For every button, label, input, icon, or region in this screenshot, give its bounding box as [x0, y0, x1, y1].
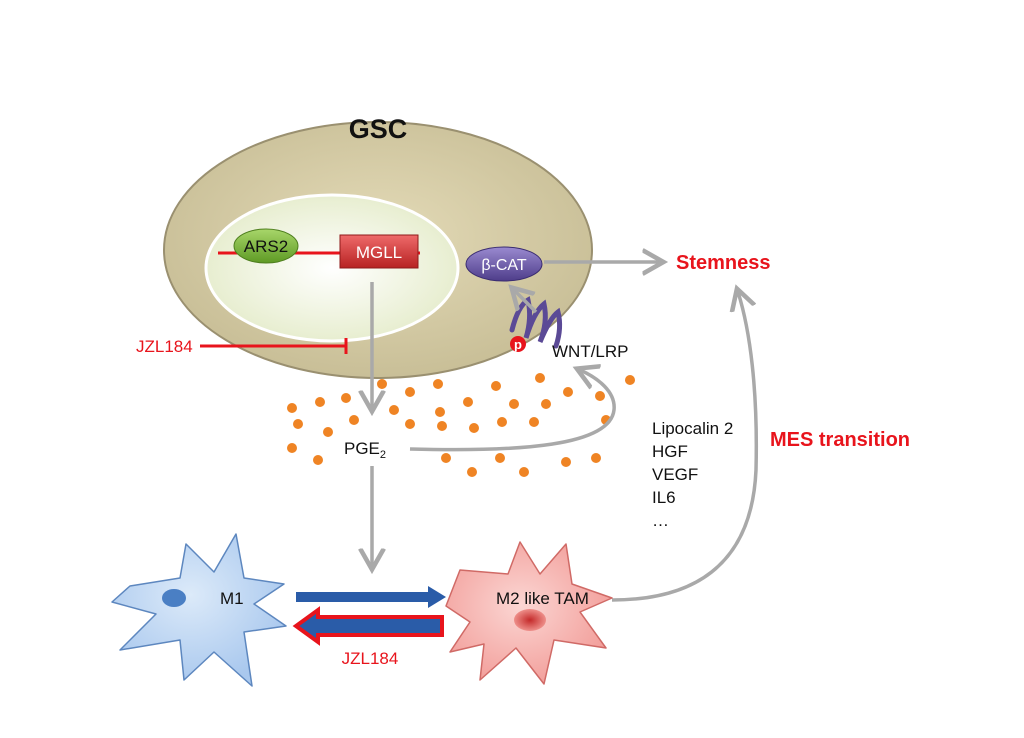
factor-ellipsis: … — [652, 511, 669, 530]
m1-to-m2-arrow — [296, 586, 446, 608]
pge2-receptor-arrow — [409, 370, 616, 452]
m1-nucleus — [162, 589, 186, 607]
phospho-label: p — [514, 337, 522, 352]
mgll-node — [339, 234, 419, 269]
mgll-label: MGLL — [356, 243, 402, 262]
beta-cat-node — [465, 246, 543, 282]
m2-to-m1-arrow — [292, 606, 444, 646]
mes-transition-arrow — [611, 292, 759, 602]
factor-hgf: HGF — [652, 442, 688, 461]
jzl184-bottom-label: JZL184 — [342, 649, 399, 668]
pge2-label: PGE2 — [344, 439, 386, 461]
receptor-label: WNT/LRP — [552, 342, 629, 361]
ars2-label: ARS2 — [244, 237, 288, 256]
pge2-dots — [287, 373, 635, 477]
secreted-factors-list: Lipocalin 2 HGF VEGF IL6 … — [652, 419, 733, 530]
factor-lipocalin: Lipocalin 2 — [652, 419, 733, 438]
jzl184-top-label: JZL184 — [136, 337, 193, 356]
receptor-betacat-arrow — [514, 290, 538, 314]
beta-cat-label: β-CAT — [481, 257, 527, 274]
m1-label: M1 — [220, 589, 244, 608]
m2-label: M2 like TAM — [496, 589, 589, 608]
m1-macrophage — [111, 533, 287, 687]
gsc-title: GSC — [349, 114, 408, 144]
nucleus — [204, 193, 460, 343]
stemness-label: Stemness — [676, 252, 771, 274]
factor-vegf: VEGF — [652, 465, 698, 484]
mes-transition-label: MES transition — [770, 429, 910, 451]
factor-il6: IL6 — [652, 488, 676, 507]
ars2-node — [233, 228, 299, 264]
m2-nucleus — [514, 609, 546, 631]
phospho-mark — [510, 336, 526, 352]
